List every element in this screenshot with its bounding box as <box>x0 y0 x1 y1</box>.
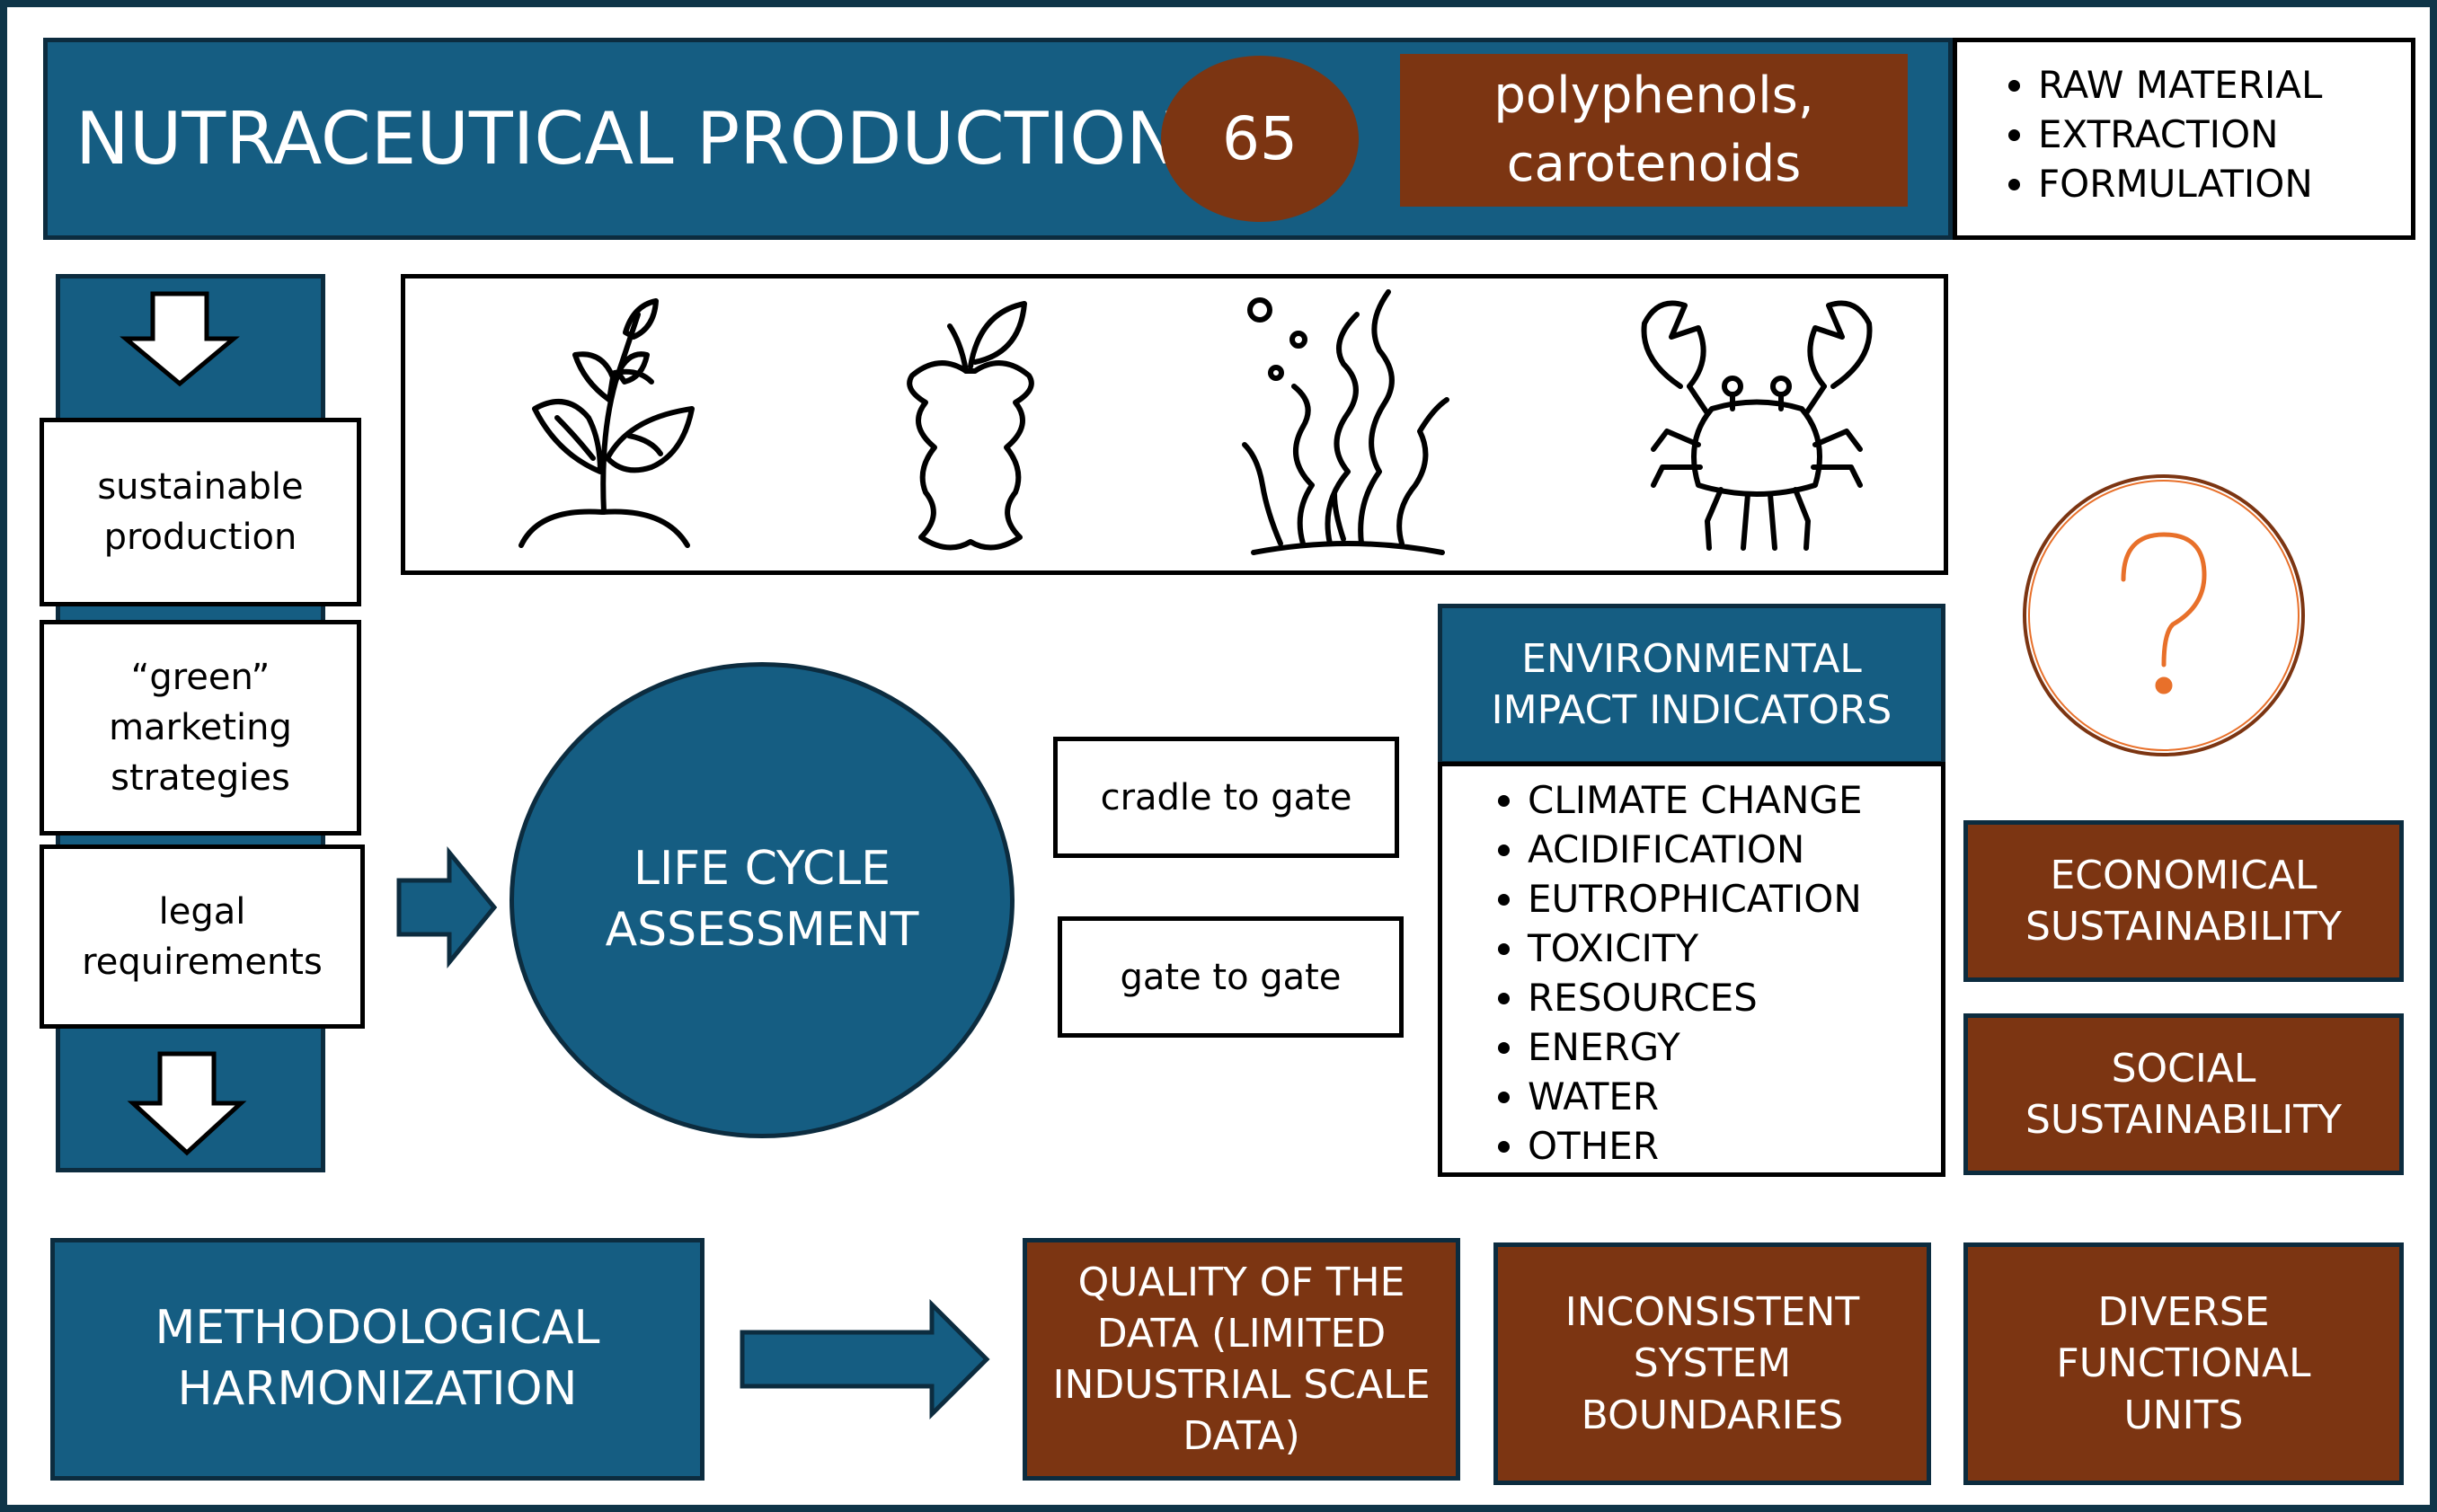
apple-core-icon <box>907 301 1034 551</box>
header-title: NUTRACEUTICAL PRODUCTION <box>75 97 1181 181</box>
indicator-item: EUTROPHICATION <box>1528 874 1941 924</box>
driver-box-sustainable-production: sustainable production <box>40 418 361 606</box>
indicator-item: CLIMATE CHANGE <box>1528 775 1941 825</box>
question-icon <box>2023 474 2305 756</box>
sources-icons-panel <box>401 274 1948 575</box>
driver-box-legal-requirements: legal requirements <box>40 844 365 1029</box>
economical-sustainability-box: ECONOMICAL SUSTAINABILITY <box>1963 820 2404 982</box>
stage-item: EXTRACTION <box>2038 110 2402 159</box>
down-arrow-icon <box>120 291 240 387</box>
stages-list-box: RAW MATERIAL EXTRACTION FORMULATION <box>1953 38 2415 240</box>
impact-indicators-list: CLIMATE CHANGE ACIDIFICATION EUTROPHICAT… <box>1438 762 1945 1177</box>
social-sustainability-box: SOCIAL SUSTAINABILITY <box>1963 1013 2404 1175</box>
seaweed-icon <box>1242 289 1449 555</box>
scope-cradle-to-gate: cradle to gate <box>1053 737 1399 858</box>
challenge-functional-units-box: DIVERSE FUNCTIONAL UNITS <box>1963 1242 2404 1485</box>
scope-gate-to-gate: gate to gate <box>1058 916 1404 1038</box>
stage-item: FORMULATION <box>2038 159 2402 208</box>
driver-box-green-marketing: “green” marketing strategies <box>40 620 361 836</box>
indicator-item: OTHER <box>1528 1121 1941 1171</box>
indicator-item: ENERGY <box>1528 1022 1941 1072</box>
plant-icon <box>518 298 695 548</box>
crab-icon <box>1641 300 1873 551</box>
methodological-harmonization-box: METHODOLOGICAL HARMONIZATION <box>50 1238 705 1481</box>
indicator-item: ACIDIFICATION <box>1528 825 1941 874</box>
right-arrow-icon <box>396 846 498 968</box>
count-badge: 65 <box>1161 56 1359 222</box>
challenge-system-boundaries-box: INCONSISTENT SYSTEM BOUNDARIES <box>1493 1242 1931 1485</box>
life-cycle-assessment-circle: LIFE CYCLE ASSESSMENT <box>510 662 1015 1138</box>
indicator-item: WATER <box>1528 1072 1941 1121</box>
indicator-item: TOXICITY <box>1528 924 1941 973</box>
right-arrow-icon <box>740 1298 990 1420</box>
impact-indicators-header: ENVIRONMENTAL IMPACT INDICATORS <box>1438 604 1945 765</box>
stage-item: RAW MATERIAL <box>2038 60 2402 110</box>
challenge-data-quality-box: QUALITY OF THE DATA (LIMITED INDUSTRIAL … <box>1023 1238 1460 1481</box>
compounds-box: polyphenols, carotenoids <box>1400 54 1908 207</box>
down-arrow-icon <box>127 1051 247 1156</box>
indicator-item: RESOURCES <box>1528 973 1941 1022</box>
